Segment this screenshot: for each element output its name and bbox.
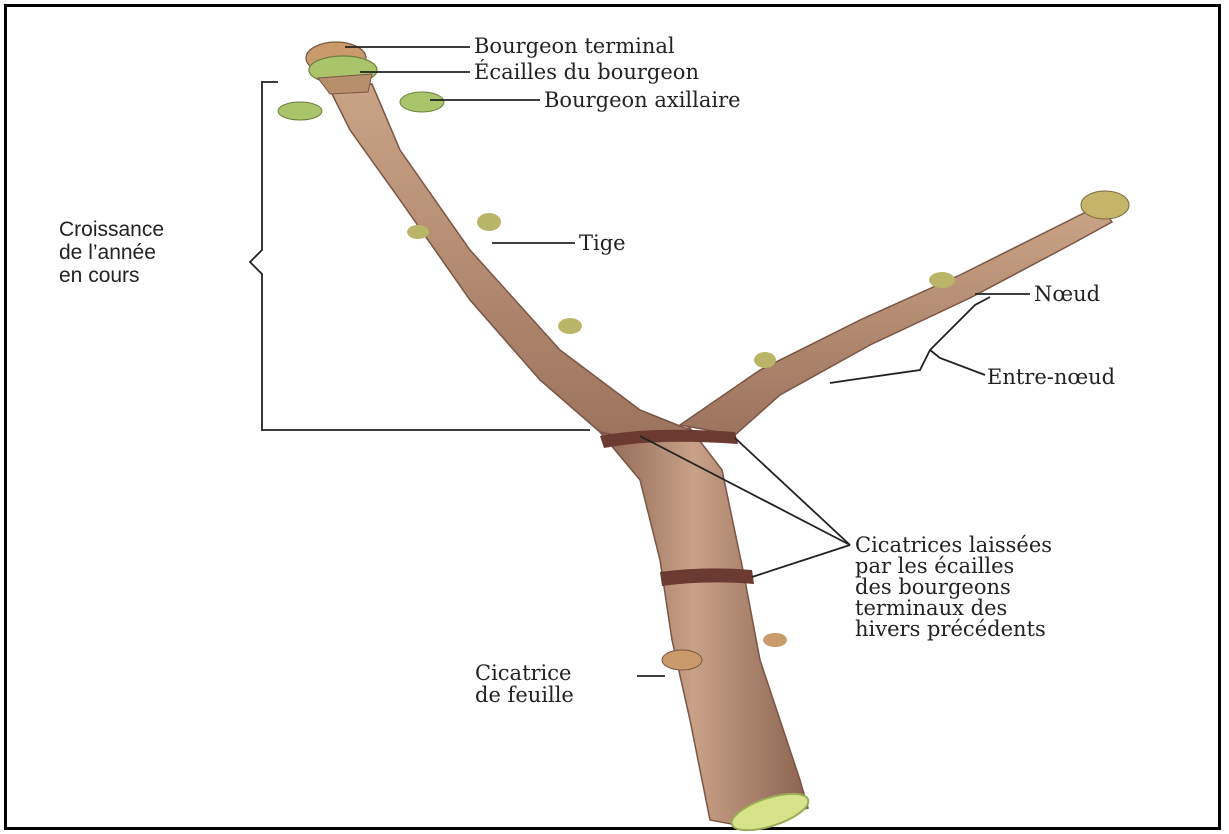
- label-leaf-scar: Cicatrice de feuille: [475, 662, 574, 706]
- right-branch: [680, 205, 1112, 435]
- left-branch: [330, 84, 690, 440]
- label-current-growth: Croissance de l’année en cours: [59, 218, 164, 287]
- label-stem: Tige: [579, 232, 626, 254]
- label-bud-scales: Écailles du bourgeon: [474, 61, 699, 83]
- terminal-bud-shape: [306, 42, 377, 94]
- label-node: Nœud: [1034, 283, 1100, 305]
- label-bud-scale-scars: Cicatrices laissées par les écailles des…: [855, 535, 1052, 640]
- label-internode: Entre-nœud: [987, 366, 1115, 388]
- label-axillary-bud: Bourgeon axillaire: [544, 89, 741, 111]
- lower-trunk: [600, 428, 808, 826]
- label-terminal-bud: Bourgeon terminal: [474, 35, 675, 57]
